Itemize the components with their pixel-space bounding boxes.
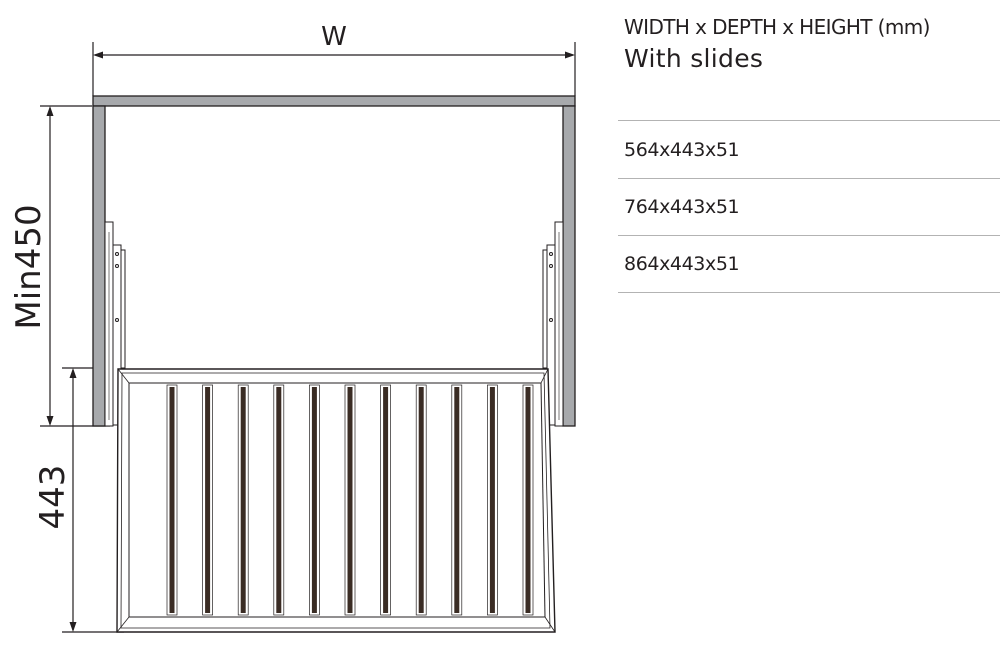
spec-title: WIDTH x DEPTH x HEIGHT (mm) (624, 15, 930, 39)
basket-bars (166, 384, 534, 616)
basket-bar (383, 387, 389, 613)
basket-bar (311, 387, 317, 613)
height-label: Min450 (9, 204, 49, 329)
spec-header: WIDTH x DEPTH x HEIGHT (mm) With slides (624, 10, 930, 74)
basket-bar (169, 387, 175, 613)
spec-row: 864x443x51 (624, 253, 740, 275)
basket-bar (205, 387, 211, 613)
left-slide (104, 221, 126, 427)
basket-bar (276, 387, 282, 613)
basket-bar (418, 387, 424, 613)
spec-divider (618, 120, 1000, 121)
pull-out-basket-drawing: W Min450 443 (9, 22, 576, 633)
height-dimension (40, 105, 110, 427)
right-slide (542, 221, 564, 427)
spec-divider (618, 292, 1000, 293)
depth-dimension (62, 367, 124, 633)
basket-bar (454, 387, 460, 613)
basket-bar (489, 387, 495, 613)
width-dimension (92, 42, 576, 96)
spec-divider (618, 178, 1000, 179)
spec-row: 764x443x51 (624, 196, 740, 218)
width-label: W (321, 22, 347, 52)
spec-subtitle: With slides (624, 44, 764, 73)
basket-bar (240, 387, 246, 613)
basket-bar (525, 387, 531, 613)
basket-bar (347, 387, 353, 613)
basket-frame (116, 368, 556, 633)
spec-divider (618, 235, 1000, 236)
cabinet-frame (92, 95, 576, 427)
depth-label: 443 (33, 465, 73, 530)
spec-row: 564x443x51 (624, 139, 740, 161)
